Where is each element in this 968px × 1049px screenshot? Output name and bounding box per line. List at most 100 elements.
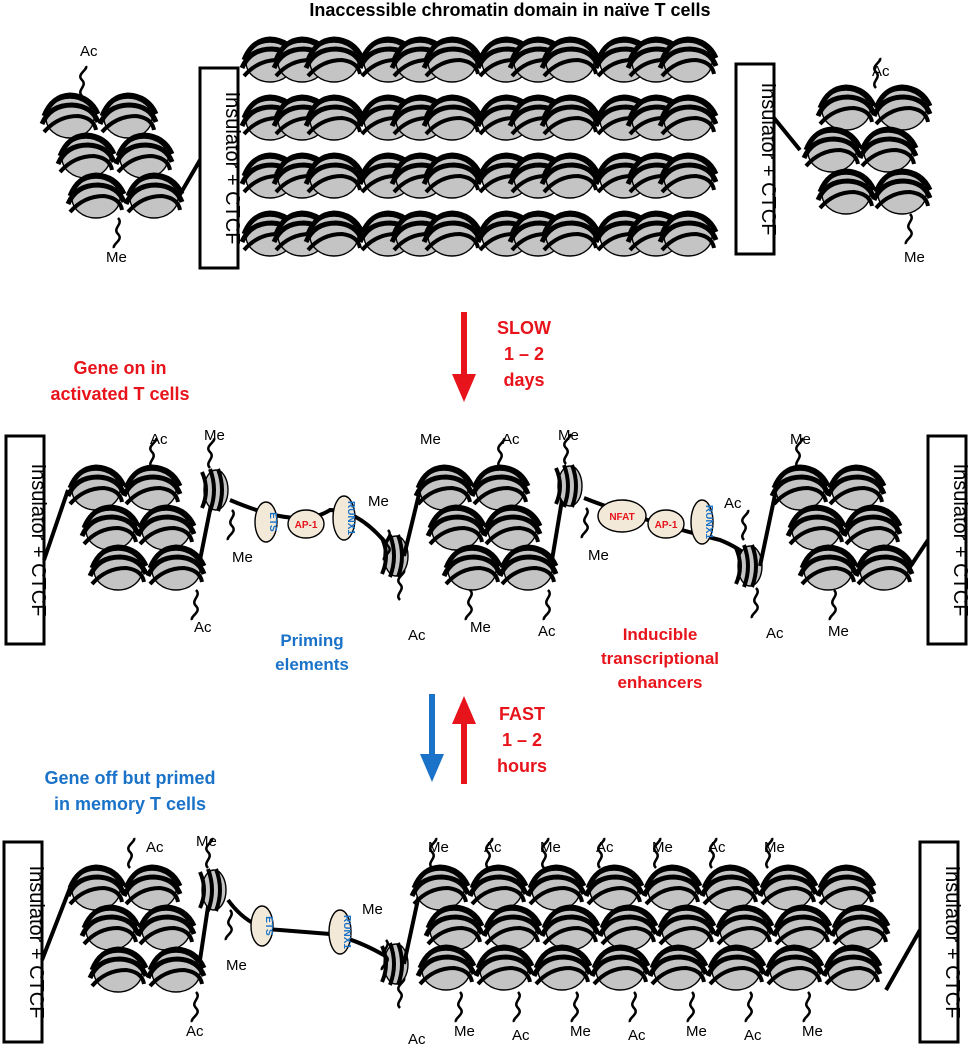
mark-me-label: Me: [106, 249, 127, 266]
mark-me-label: Me: [420, 431, 441, 448]
right-flank-cluster: [804, 56, 930, 246]
slow-duration: 1 – 2: [504, 344, 544, 364]
mark-ac-label: Ac: [502, 431, 520, 448]
tf-ap1: AP-1: [647, 509, 685, 539]
slow-unit: days: [503, 370, 544, 390]
histone-tail: [686, 990, 695, 1024]
mark-me-label: Me: [204, 427, 225, 444]
tf-ets-label: ETS: [263, 916, 274, 936]
mark-ac-label: Ac: [408, 627, 426, 644]
tf-ap1-label: AP-1: [295, 520, 318, 531]
insulator-right: Insulator + CTCF: [734, 62, 779, 256]
nucleosome: [702, 867, 758, 910]
mark-me-label: Me: [196, 833, 217, 850]
enhancer-label-line1: Inducible: [623, 625, 698, 644]
mark-label: Me: [454, 1023, 475, 1040]
nucleosome: [600, 907, 656, 950]
enhancer-label-line2: transcriptional: [601, 649, 719, 668]
mark-label: Me: [802, 1023, 823, 1040]
tf-ap1-label: AP-1: [655, 520, 678, 531]
histone-tail: [512, 990, 521, 1024]
insulator-right: Insulator + CTCF: [918, 840, 963, 1044]
histone-tail: [454, 990, 463, 1024]
mark-me-label: Me: [790, 431, 811, 448]
insulator-right-label: Insulator + CTCF: [949, 464, 968, 617]
mark-label: Ac: [484, 839, 502, 856]
state-memory-line1: Gene off but primed: [45, 768, 216, 788]
nucleosome: [818, 867, 874, 910]
fast-duration: 1 – 2: [502, 730, 542, 750]
tf-nfat: NFAT: [597, 499, 647, 533]
mark-label: Ac: [744, 1027, 762, 1044]
nucleosome: [824, 947, 880, 990]
nucleosome: [650, 947, 706, 990]
insulator-right-label: Insulator + CTCF: [757, 83, 779, 236]
mark-ac-label: Ac: [724, 495, 742, 512]
histone-tail: [744, 990, 753, 1024]
mark-label: Ac: [708, 839, 726, 856]
nucleosome: [412, 867, 468, 910]
histone-tail: [570, 990, 579, 1024]
nucleosome: [592, 947, 648, 990]
tf-runx1: RUNX1: [690, 499, 714, 545]
panel-activated: Insulator + CTCF Ac Ac Me Me ETS AP-1 RU…: [4, 427, 968, 646]
slow-transition: SLOW 1 – 2 days: [452, 312, 551, 402]
slow-label: SLOW: [497, 318, 551, 338]
state-activated-line1: Gene on in: [73, 358, 166, 378]
mark-ac-label: Ac: [186, 1023, 204, 1040]
mark-ac-label: Ac: [150, 431, 168, 448]
tf-nfat-label: NFAT: [609, 512, 634, 523]
fast-down-arrow: [420, 694, 444, 782]
nucleosome: [476, 947, 532, 990]
mark-ac-label: Ac: [766, 625, 784, 642]
nucleosome: [774, 907, 830, 950]
insulator-left: Insulator + CTCF: [2, 840, 47, 1044]
nucleosome: [528, 867, 584, 910]
panel-naive: Ac Me Insulator + CTCF Insulator + CTCF …: [42, 30, 930, 270]
state-activated-line2: activated T cells: [50, 384, 189, 404]
nucleosome: [418, 947, 474, 990]
insulator-right: Insulator + CTCF: [926, 434, 968, 646]
tf-runx1-label: RUNX1: [703, 505, 714, 539]
mark-label: Ac: [628, 1027, 646, 1044]
insulator-left-label: Insulator + CTCF: [27, 464, 49, 617]
priming-label-line1: Priming: [280, 631, 343, 650]
nucleosome: [716, 907, 772, 950]
fast-unit: hours: [497, 756, 547, 776]
mark-me-label: Me: [362, 901, 383, 918]
mark-label: Ac: [512, 1027, 530, 1044]
mark-me-label: Me: [588, 547, 609, 564]
priming-label-line2: elements: [275, 655, 349, 674]
mark-me-label: Me: [226, 957, 247, 974]
tf-runx1-label: RUNX1: [341, 915, 352, 949]
nucleosome: [708, 947, 764, 990]
insulator-left: Insulator + CTCF: [198, 66, 243, 270]
mark-ac-label: Ac: [80, 43, 98, 60]
histone-tail: [802, 990, 811, 1024]
mark-label: Me: [428, 839, 449, 856]
mark-me-label: Me: [558, 427, 579, 444]
mark-me-label: Me: [232, 549, 253, 566]
mark-ac-label: Ac: [194, 619, 212, 636]
nucleosome: [766, 947, 822, 990]
insulator-left-label: Insulator + CTCF: [25, 866, 47, 1019]
tf-runx1: RUNX1: [328, 909, 352, 955]
mark-label: Me: [686, 1023, 707, 1040]
tf-runx1: RUNX1: [332, 495, 356, 541]
linker-dna: [176, 158, 202, 200]
mark-ac-label: Ac: [146, 839, 164, 856]
mark-me-label: Me: [904, 249, 925, 266]
nucleosome: [760, 867, 816, 910]
insulator-left-label: Insulator + CTCF: [221, 92, 243, 245]
tf-runx1-label: RUNX1: [345, 501, 356, 535]
tf-ets: ETS: [250, 905, 274, 947]
mark-label: Ac: [596, 839, 614, 856]
enhancer-label-line3: enhancers: [617, 673, 702, 692]
mark-me-label: Me: [368, 493, 389, 510]
tf-ets-label: ETS: [267, 512, 278, 532]
tf-ets: ETS: [254, 501, 278, 543]
insulator-right-label: Insulator + CTCF: [941, 866, 963, 1019]
nucleosome: [832, 907, 888, 950]
